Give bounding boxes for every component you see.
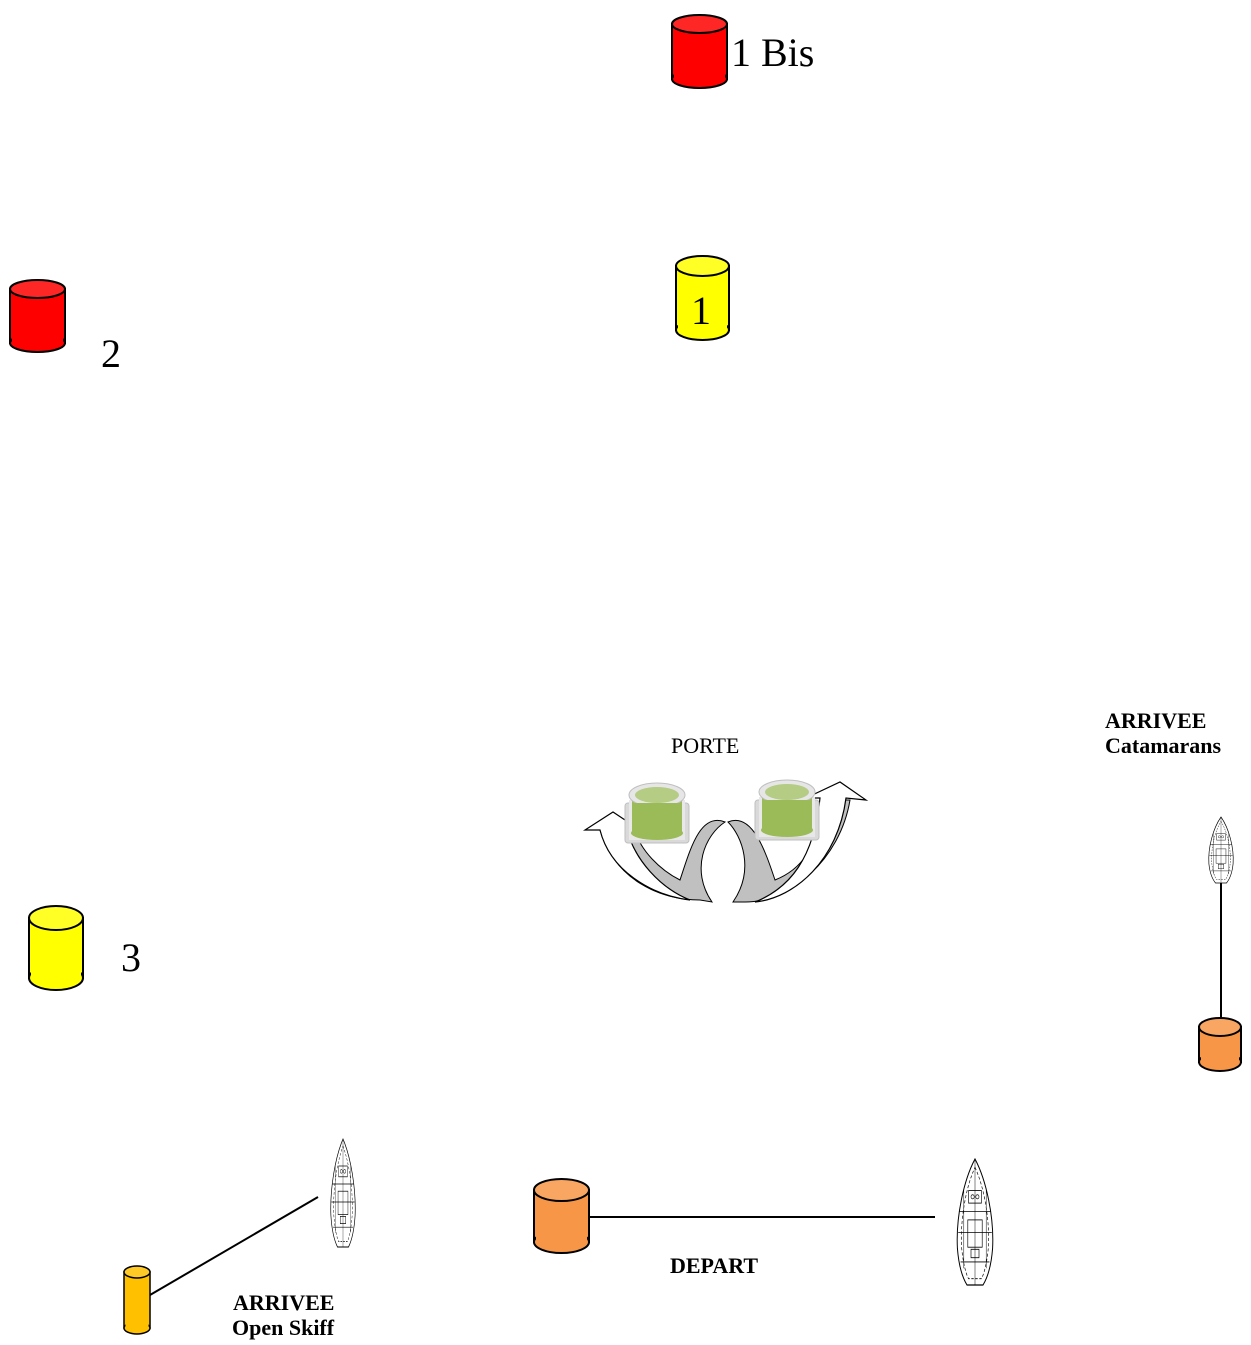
mark-2-buoy xyxy=(9,279,66,353)
start-boat xyxy=(956,1158,994,1286)
gate-buoy-left xyxy=(624,782,690,844)
start-buoy xyxy=(533,1178,590,1254)
mark-2-label: 2 xyxy=(101,331,121,376)
finish-open-skiff-line xyxy=(149,1196,319,1296)
gate-label: PORTE xyxy=(671,733,740,758)
finish-open-skiff-buoy xyxy=(123,1265,151,1335)
finish-catamarans-buoy xyxy=(1198,1017,1242,1072)
mark-1-label: 1 xyxy=(691,288,711,333)
finish-catamarans-title: ARRIVEE xyxy=(1105,708,1207,733)
mark-1-buoy xyxy=(675,255,730,341)
mark-1bis-label: 1 Bis xyxy=(731,30,815,75)
finish-open-skiff-title: ARRIVEE xyxy=(233,1290,335,1315)
start-label: DEPART xyxy=(670,1253,759,1278)
mark-3-label: 3 xyxy=(121,935,141,980)
mark-1bis-buoy xyxy=(671,14,728,89)
gate-buoy-right xyxy=(754,779,820,841)
finish-catamarans-boat xyxy=(1208,816,1234,884)
finish-open-skiff-boat xyxy=(330,1138,356,1248)
finish-open-skiff-subtitle: Open Skiff xyxy=(232,1315,335,1340)
finish-catamarans-subtitle: Catamarans xyxy=(1105,733,1222,758)
mark-3-buoy xyxy=(28,905,84,991)
